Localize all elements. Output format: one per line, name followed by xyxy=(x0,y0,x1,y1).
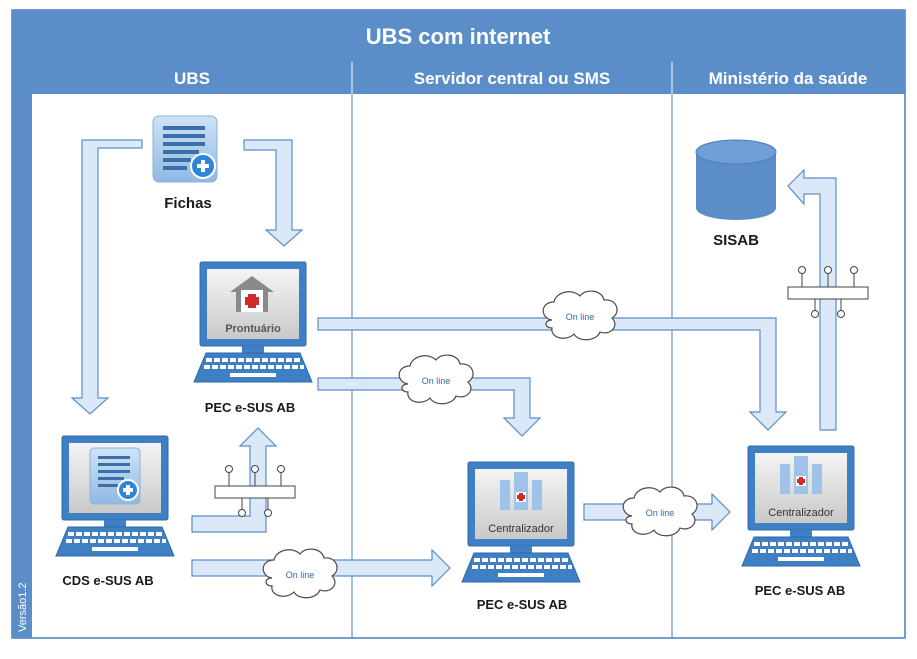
ministerio-computer: Centralizador xyxy=(741,445,861,567)
lane-header-ministerio: Ministério da saúde xyxy=(709,69,868,88)
cloud-1: On line xyxy=(542,290,618,341)
label-pec-ubs: PEC e-SUS AB xyxy=(205,400,296,415)
cloud-label-3: On line xyxy=(646,508,675,518)
cds-computer xyxy=(55,435,175,557)
label-sisab: SISAB xyxy=(713,232,759,249)
arrow-ministerio-to-sisab xyxy=(787,168,837,431)
cloud-3: On line xyxy=(622,486,698,537)
arrow-fichas-to-pec xyxy=(243,139,304,247)
title-bar xyxy=(12,10,905,62)
screen-label-centralizador-1: Centralizador xyxy=(488,523,554,535)
diagram-title: UBS com internet xyxy=(366,24,551,49)
lane-header-ubs: UBS xyxy=(174,69,210,88)
fichas-icon xyxy=(152,115,218,183)
cloud-label-4: On line xyxy=(286,570,315,580)
sisab-database-icon xyxy=(695,139,777,220)
arrow-pec-to-ministerio xyxy=(317,317,788,431)
central-computer: Centralizador xyxy=(461,461,581,583)
label-pec-central: PEC e-SUS AB xyxy=(477,597,568,612)
screen-label-centralizador-2: Centralizador xyxy=(768,507,834,519)
cloud-label-1: On line xyxy=(566,312,595,322)
version-label: Versão1.2 xyxy=(17,582,29,632)
cloud-2: On line xyxy=(398,354,474,405)
lane-header-bar xyxy=(32,62,905,94)
label-fichas: Fichas xyxy=(164,195,212,212)
version-strip xyxy=(12,62,32,638)
arrow-cds-to-pec xyxy=(191,427,278,533)
label-pec-ministerio: PEC e-SUS AB xyxy=(755,583,846,598)
lane-header-servidor: Servidor central ou SMS xyxy=(414,69,611,88)
label-cds: CDS e-SUS AB xyxy=(62,573,153,588)
cloud-4: On line xyxy=(262,548,338,599)
pec-ubs-computer: Prontuário xyxy=(193,261,313,383)
screen-label-prontuario: Prontuário xyxy=(225,323,281,335)
arrow-fichas-to-cds xyxy=(70,139,143,415)
cloud-label-2: On line xyxy=(422,376,451,386)
